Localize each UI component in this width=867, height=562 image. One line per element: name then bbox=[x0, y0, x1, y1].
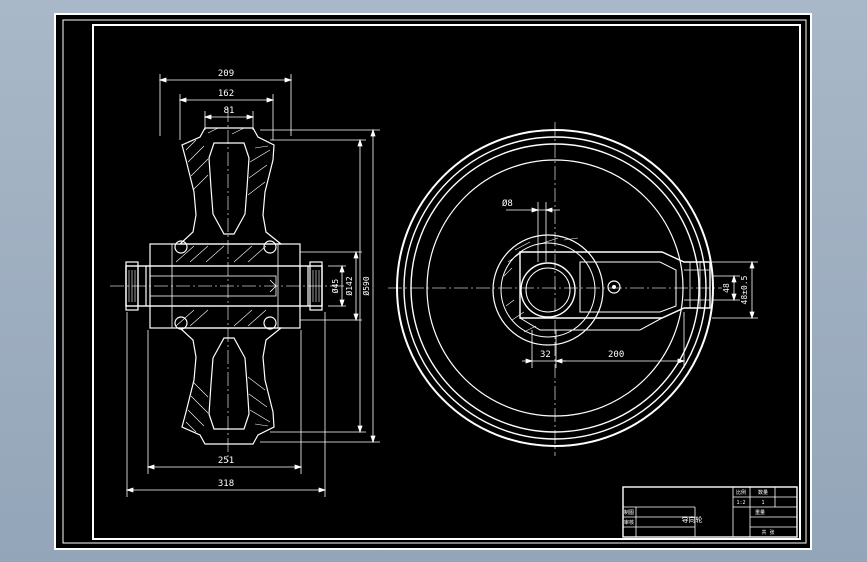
upper-rim-hatching bbox=[185, 127, 271, 196]
title-block bbox=[622, 486, 798, 538]
dim-48: 48 bbox=[722, 283, 731, 293]
tension-bracket bbox=[519, 251, 711, 319]
pin-hole bbox=[607, 280, 621, 294]
bearing-ball-ul bbox=[174, 240, 188, 254]
pin-hole-dot bbox=[612, 285, 616, 289]
bearing-ball-ll bbox=[174, 316, 188, 330]
outer-border bbox=[62, 19, 807, 544]
front-view bbox=[388, 122, 722, 456]
hub-flange-hatching bbox=[503, 237, 579, 333]
shaft-threads-left bbox=[128, 270, 136, 302]
tension-bracket-inner bbox=[579, 261, 677, 313]
wheel-tread-inner bbox=[426, 159, 684, 417]
hub-collar bbox=[171, 243, 279, 329]
shaft-threads-right bbox=[312, 270, 320, 302]
hub-outer bbox=[492, 234, 604, 346]
dim-200: 200 bbox=[608, 350, 624, 360]
dim-dia-shaft: Ø45 bbox=[330, 279, 340, 294]
wheel-rim-3 bbox=[410, 143, 700, 433]
dim-162: 162 bbox=[218, 89, 234, 99]
bearing-ball-ur bbox=[263, 240, 277, 254]
axle-bore bbox=[520, 262, 576, 318]
dim-dia-outer: Ø590 bbox=[361, 276, 371, 295]
end-cap-left bbox=[125, 261, 139, 311]
title-sheet: 共 张 bbox=[761, 529, 774, 536]
side-section-view bbox=[110, 108, 345, 462]
dim-hole-dia: Ø8 bbox=[502, 198, 513, 209]
front-view-dimensions bbox=[506, 202, 758, 368]
title-drawn: 制图 bbox=[624, 509, 634, 516]
dim-48-tol: 48±0.5 bbox=[740, 275, 749, 304]
bearing-ball-lr bbox=[263, 316, 277, 330]
drawing-sheet bbox=[54, 13, 812, 550]
dim-318: 318 bbox=[218, 479, 234, 489]
oil-hole bbox=[269, 279, 277, 293]
dim-32: 32 bbox=[540, 350, 551, 360]
lower-rim-inner bbox=[208, 337, 250, 430]
end-cap-right bbox=[309, 261, 323, 311]
wheel-outer-rim bbox=[396, 129, 714, 447]
axle-bore-inner bbox=[525, 267, 571, 313]
title-weight-label: 重量 bbox=[755, 509, 765, 516]
dim-209: 209 bbox=[218, 69, 234, 79]
title-qty-value: 1 bbox=[761, 500, 764, 506]
title-qty-label: 数量 bbox=[758, 489, 768, 496]
dim-81: 81 bbox=[224, 106, 235, 116]
wheel-rim-2 bbox=[403, 136, 707, 440]
dim-251: 251 bbox=[218, 456, 234, 466]
inner-border bbox=[92, 24, 801, 540]
hub-hatching bbox=[175, 245, 267, 327]
side-view-dimensions bbox=[125, 74, 380, 497]
title-scale-value: 1:2 bbox=[736, 500, 745, 506]
dim-dia-hub: Ø142 bbox=[344, 276, 354, 295]
upper-rim-inner bbox=[208, 142, 250, 235]
bracket-arm-lower bbox=[519, 317, 663, 331]
title-drawing-name: 导向轮 bbox=[682, 515, 703, 524]
lower-rim-hatching bbox=[185, 376, 271, 433]
hub-flange bbox=[500, 242, 596, 338]
title-checked: 审核 bbox=[624, 519, 634, 526]
title-scale-label: 比例 bbox=[736, 489, 746, 496]
